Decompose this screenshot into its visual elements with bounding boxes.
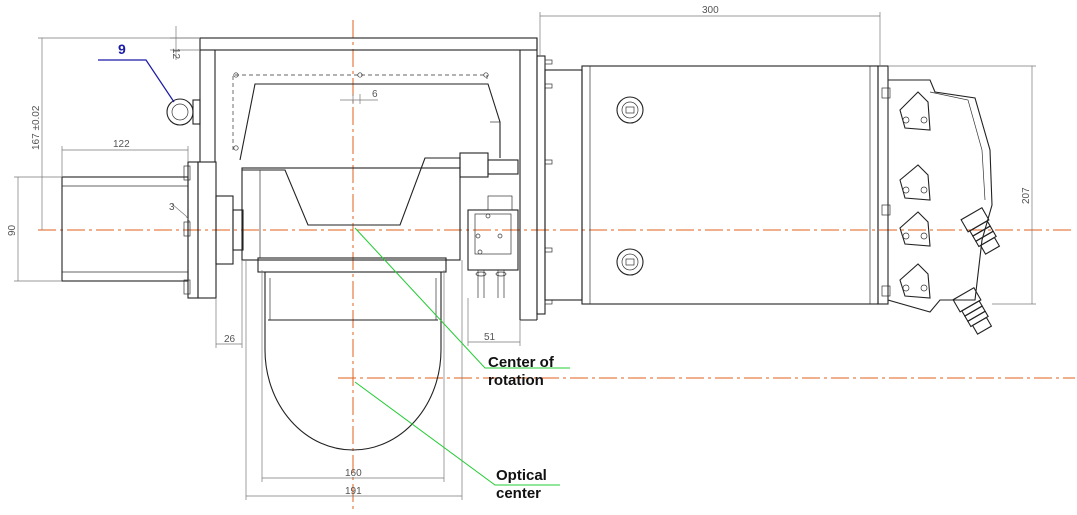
callout-rotation-line2: rotation	[488, 372, 544, 389]
dim-3: 3	[169, 202, 175, 213]
dim-300: 300	[702, 5, 719, 16]
callout-optical-center: Optical center	[354, 381, 560, 502]
callout-rotation-line1: Center of	[488, 354, 555, 371]
dim-191: 191	[345, 486, 362, 497]
dim-6: 6	[372, 89, 378, 100]
callout-optical-line2: center	[496, 485, 541, 502]
svg-text:Optical center: Optical center	[496, 467, 551, 502]
optical-dome	[264, 272, 442, 451]
central-housing	[199, 37, 538, 321]
dimension-labels: 300 12 6 167 ±0.02 122 3 90 207 26 51 16…	[7, 5, 1032, 497]
camera-body	[536, 55, 891, 315]
balloon-9: 9	[98, 41, 175, 103]
dim-207: 207	[1021, 187, 1032, 204]
dim-122: 122	[113, 139, 130, 150]
rear-housing	[887, 79, 1001, 335]
callout-optical-line1: Optical	[496, 467, 547, 484]
dim-26: 26	[224, 334, 236, 345]
dim-12: 12	[170, 48, 181, 60]
dim-167: 167 ±0.02	[31, 105, 42, 150]
connector-block	[467, 195, 519, 298]
dim-51: 51	[484, 332, 496, 343]
lifting-eye	[166, 98, 201, 126]
dim-90: 90	[7, 224, 18, 236]
svg-text:Center of rotation: Center of rotation	[488, 354, 558, 389]
left-motor	[61, 161, 244, 299]
dimension-lines	[14, 12, 1036, 500]
balloon-label: 9	[118, 41, 126, 57]
dim-160: 160	[345, 468, 362, 479]
callout-center-of-rotation: Center of rotation	[354, 227, 570, 389]
